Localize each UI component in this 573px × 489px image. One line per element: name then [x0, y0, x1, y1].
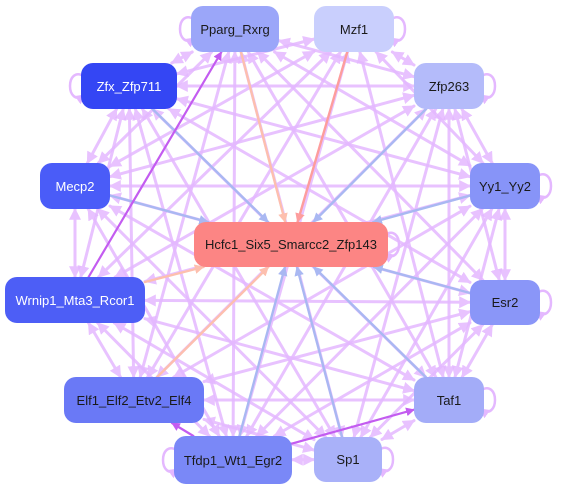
edge-elf1-to-sp1 [202, 416, 316, 453]
self-loop-zfx [68, 73, 86, 105]
node-yy1-yy2[interactable]: Yy1_Yy2 [470, 163, 540, 209]
node-label: Taf1 [436, 392, 462, 408]
self-loop-zfp263 [479, 73, 497, 105]
node-label: Zfp263 [428, 78, 470, 94]
node-sp1[interactable]: Sp1 [314, 437, 382, 482]
node-label: Hcfc1_Six5_Smarcc2_Zfp143 [205, 237, 377, 252]
edge-zfx-to-hcfc1 [151, 107, 270, 224]
node-label: Tfdp1_Wt1_Egr2 [183, 452, 283, 468]
node-label: Mecp2 [55, 178, 95, 194]
self-loop-yy1 [535, 173, 553, 205]
node-zfp263[interactable]: Zfp263 [414, 63, 484, 109]
edge-esr2-to-taf1 [460, 323, 494, 379]
self-loop-mzf1 [389, 16, 407, 48]
edge-pparg-to-hcfc1 [239, 50, 288, 224]
edge-zfp263-to-hcfc1 [312, 107, 428, 224]
edge-elf1-to-hcfc1 [156, 265, 270, 379]
self-loop-esr2 [535, 289, 553, 321]
node-esr2[interactable]: Esr2 [470, 280, 540, 325]
node-wrnip1-mta3-rcor1[interactable]: Wrnip1_Mta3_Rcor1 [5, 277, 145, 323]
edge-taf1-to-hcfc1 [312, 265, 427, 379]
node-label: Esr2 [491, 295, 519, 310]
node-label: Elf1_Elf2_Etv2_Elf4 [76, 392, 192, 408]
node-taf1[interactable]: Taf1 [414, 377, 484, 423]
node-mecp2[interactable]: Mecp2 [40, 163, 110, 209]
edge-taf1-to-sp1 [380, 419, 416, 441]
node-pparg-rxrg[interactable]: Pparg_Rxrg [191, 6, 279, 52]
node-label: Wrnip1_Mta3_Rcor1 [15, 292, 135, 308]
edge-zfp263-to-yy1 [460, 107, 494, 165]
edge-tfdp1-to-hcfc1 [238, 265, 288, 438]
node-label: Zfx_Zfp711 [96, 78, 162, 94]
self-loop-sp1 [377, 446, 395, 478]
edge-wrnip1-to-elf1 [87, 321, 122, 379]
node-hcfc1-six5-smarcc2-zfp143[interactable]: Hcfc1_Six5_Smarcc2_Zfp143 [194, 222, 388, 267]
edge-mecp2-to-hcfc1 [108, 194, 210, 225]
self-loop-tfdp1 [161, 447, 179, 479]
edge-tfdp1-to-taf1 [290, 407, 416, 445]
node-label: Mzf1 [339, 21, 369, 37]
node-mzf1[interactable]: Mzf1 [314, 6, 394, 52]
edge-mzf1-to-zfp263 [390, 50, 416, 67]
edge-zfx-to-pparg [170, 50, 194, 65]
node-label: Pparg_Rxrg [200, 21, 270, 37]
node-elf1-elf2-etv2-elf4[interactable]: Elf1_Elf2_Etv2_Elf4 [64, 377, 204, 423]
edge-esr2-to-hcfc1 [372, 264, 472, 295]
edge-yy1-to-hcfc1 [372, 194, 472, 225]
node-tfdp1-wt1-egr2[interactable]: Tfdp1_Wt1_Egr2 [174, 436, 292, 484]
edge-sp1-to-hcfc1 [294, 265, 344, 439]
node-zfx-zfp711[interactable]: Zfx_Zfp711 [81, 63, 177, 109]
self-loop-hcfc1 [383, 231, 401, 263]
self-loop-taf1 [479, 387, 497, 419]
node-label: Yy1_Yy2 [478, 178, 532, 194]
edge-wrnip1-to-hcfc1 [143, 264, 205, 284]
edge-tfdp1-to-elf1 [170, 421, 195, 438]
self-loop-pparg [178, 16, 196, 48]
edge-mzf1-to-hcfc1 [295, 50, 349, 224]
edge-wrnip1-to-pparg [87, 50, 223, 279]
node-label: Sp1 [336, 452, 360, 467]
edge-wrnip1-to-esr2 [143, 294, 472, 309]
